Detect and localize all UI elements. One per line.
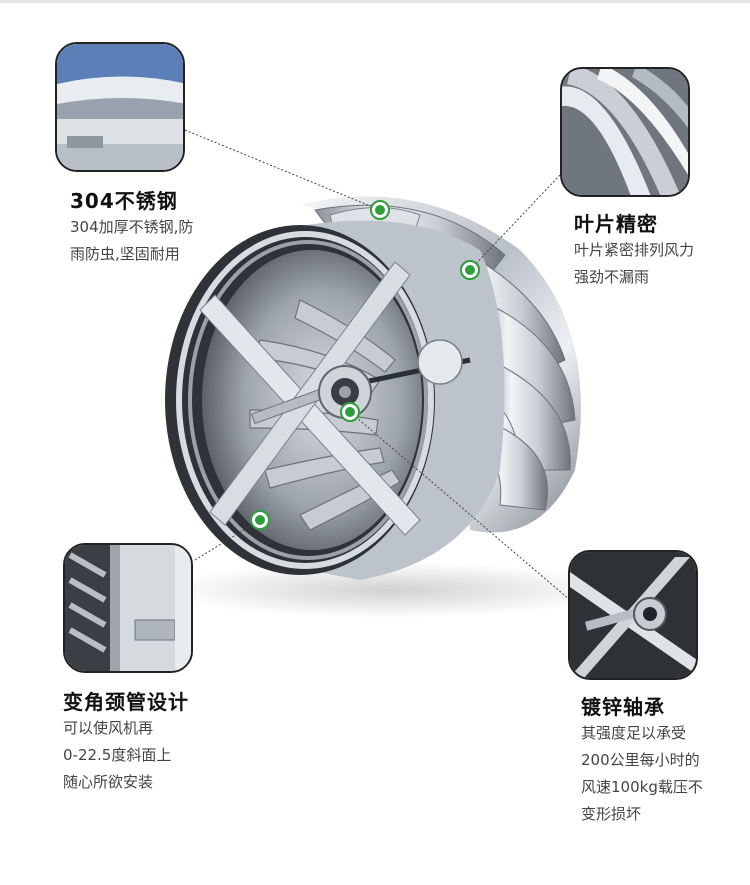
bearing-shaft (250, 339, 471, 425)
callout-markers (250, 200, 480, 530)
callout-lines (184, 129, 571, 601)
feature-title-blades: 叶片精密 (574, 212, 658, 236)
blades-closeup-photo (560, 67, 690, 197)
top-divider (0, 0, 750, 3)
feature-desc-neck: 可以使风机再 0-22.5度斜面上 随心所欲安装 (63, 715, 171, 796)
neck-closeup-photo (63, 543, 193, 673)
feature-title-neck: 变角颈管设计 (63, 690, 189, 714)
feature-desc-line: 200公里每小时的 (581, 751, 700, 769)
feature-desc-line: 可以使风机再 (63, 719, 154, 737)
feature-desc-line: 风速100kg载压不 (581, 778, 703, 796)
feature-desc-line: 变形损坏 (581, 805, 642, 823)
feature-desc-line: 强劲不漏雨 (574, 268, 650, 286)
feature-desc-stainless: 304加厚不锈钢,防 雨防虫,坚固耐用 (70, 214, 193, 268)
feature-desc-bearing: 其强度足以承受 200公里每小时的 风速100kg载压不 变形损坏 (581, 720, 703, 828)
floor-shadow (160, 562, 620, 618)
feature-desc-line: 304加厚不锈钢,防 (70, 218, 194, 236)
stainless-closeup-photo (55, 42, 185, 172)
feature-desc-line: 随心所欲安装 (63, 773, 154, 791)
feature-title-stainless: 304不锈钢 (70, 189, 178, 213)
bearing-closeup-photo (568, 550, 698, 680)
feature-desc-line: 叶片紧密排列风力 (574, 241, 695, 259)
feature-desc-line: 其强度足以承受 (581, 724, 687, 742)
feature-title-bearing: 镀锌轴承 (581, 695, 665, 719)
feature-desc-line: 雨防虫,坚固耐用 (70, 245, 180, 263)
feature-desc-line: 0-22.5度斜面上 (63, 746, 172, 764)
feature-desc-blades: 叶片紧密排列风力 强劲不漏雨 (574, 237, 694, 291)
